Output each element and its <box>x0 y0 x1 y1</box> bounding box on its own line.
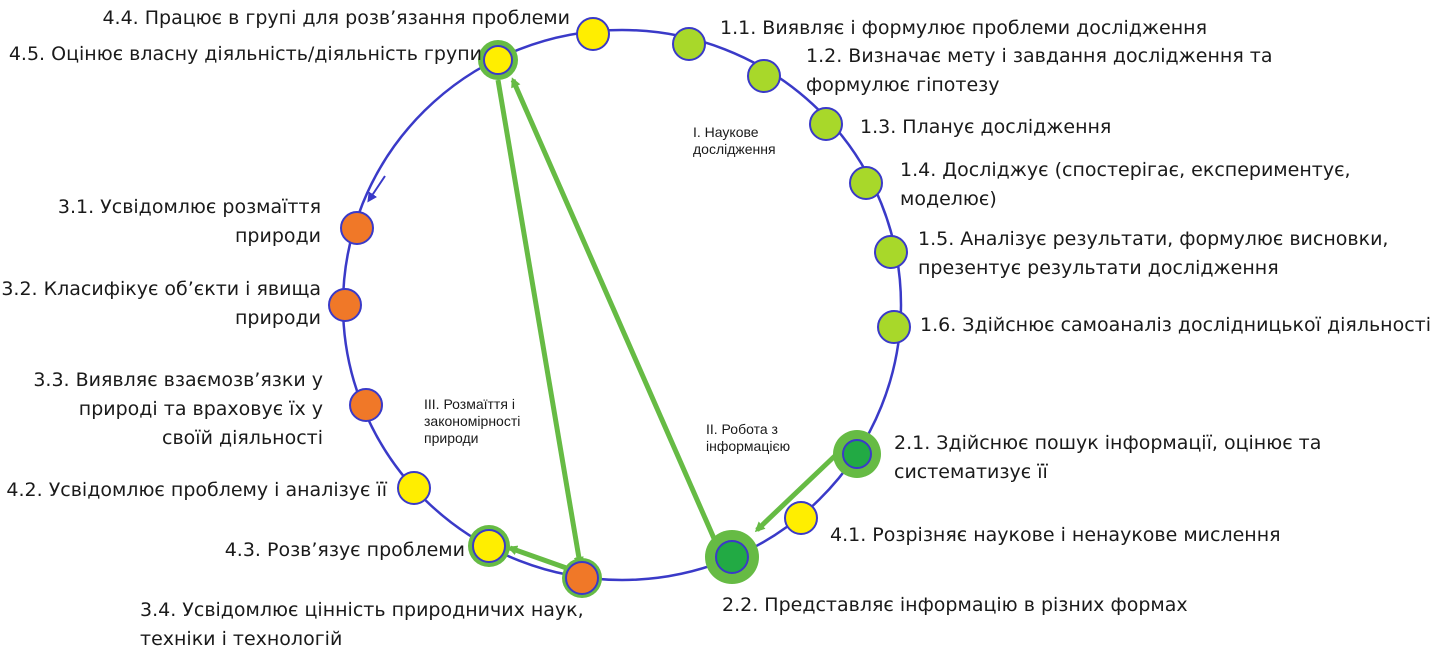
label-1-3: 1.3. Планує дослідження <box>860 116 1112 138</box>
node-1-4 <box>849 166 883 200</box>
label-1-1: 1.1. Виявляє і формулює проблеми дослідж… <box>720 17 1208 39</box>
node-1-1 <box>672 27 706 61</box>
section-3-caption: ІІІ. Розмаїття і закономірності природи <box>424 396 521 446</box>
node-2-1 <box>842 439 872 469</box>
node-3-3 <box>349 388 383 422</box>
node-3-1 <box>340 211 374 245</box>
arrow-2-2-to-4-5 <box>510 77 719 545</box>
node-3-4 <box>565 561 599 595</box>
label-4-3: 4.3. Розв’язує проблеми <box>224 539 465 561</box>
node-1-5 <box>874 235 908 269</box>
label-2-2: 2.2. Представляє інформацію в різних фор… <box>722 594 1188 616</box>
node-3-2 <box>328 288 362 322</box>
arrow-3-4-to-4-3 <box>507 545 573 573</box>
label-4-4: 4.4. Працює в групі для розв’язання проб… <box>102 7 570 29</box>
node-2-2 <box>715 540 749 574</box>
label-1-2: 1.2. Визначає мету і завдання дослідженн… <box>806 45 1273 96</box>
node-4-4 <box>576 17 610 51</box>
label-4-1: 4.1. Розрізняє наукове і ненаукове мисле… <box>830 524 1281 546</box>
node-1-3 <box>809 107 843 141</box>
section-2-caption: ІІ. Робота з інформацією <box>706 421 791 454</box>
section-1-caption: І. Наукове дослідження <box>693 124 776 157</box>
node-4-5 <box>483 45 513 75</box>
label-1-4: 1.4. Досліджує (спостерігає, експеримент… <box>900 159 1351 210</box>
node-4-3 <box>472 529 506 563</box>
label-1-6: 1.6. Здійснює самоаналіз дослідницької д… <box>920 314 1432 336</box>
arrow-2-1-to-2-2 <box>754 450 841 533</box>
label-4-5: 4.5. Оцінює власну діяльність/діяльність… <box>8 43 482 65</box>
label-3-2: 3.2. Класифікує об’єкти і явища природи <box>1 278 321 329</box>
node-4-1 <box>784 501 818 535</box>
arrow-4-5-to-3-4 <box>495 79 584 567</box>
arrow-left-top <box>367 175 386 203</box>
label-3-4: 3.4. Усвідомлює цінність природничих нау… <box>140 599 584 650</box>
label-4-2: 4.2. Усвідомлює проблему і аналізує її <box>6 479 387 501</box>
label-1-5: 1.5. Аналізує результати, формулює висно… <box>918 228 1389 279</box>
node-1-2 <box>747 59 781 93</box>
label-2-1: 2.1. Здійснює пошук інформації, оцінює т… <box>894 432 1322 483</box>
node-1-6 <box>877 310 911 344</box>
node-4-2 <box>397 471 431 505</box>
label-3-3: 3.3. Виявляє взаємозв’язки у природі та … <box>33 369 323 449</box>
label-3-1: 3.1. Усвідомлює розмаїття природи <box>57 196 321 247</box>
